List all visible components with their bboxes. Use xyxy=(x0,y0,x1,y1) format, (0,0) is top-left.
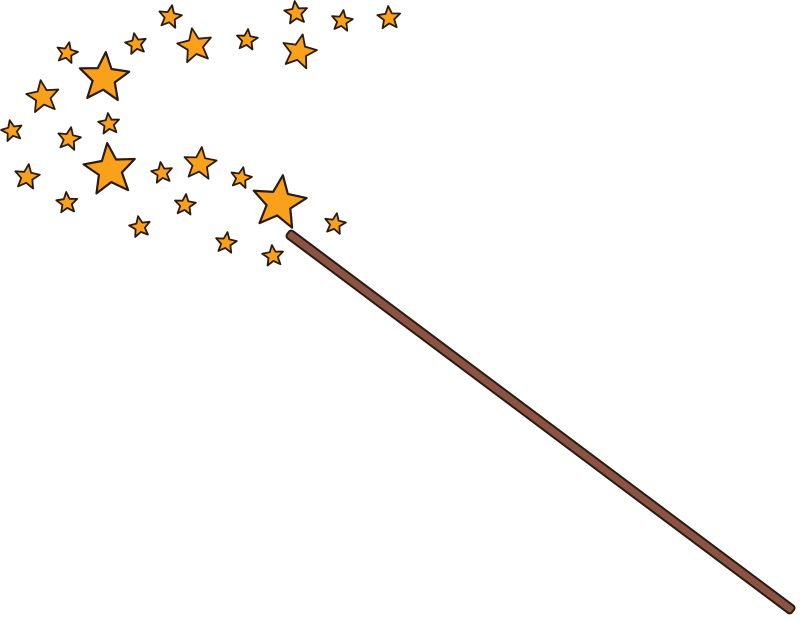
star-icon xyxy=(176,27,212,64)
star-icon xyxy=(174,193,197,216)
star-icon xyxy=(82,142,136,195)
star-icon xyxy=(215,231,238,254)
star-icon xyxy=(261,244,284,267)
star-icon xyxy=(282,33,318,70)
wand-stick xyxy=(285,229,796,615)
star-icon xyxy=(55,191,79,214)
star-icon xyxy=(97,112,120,135)
star-icon xyxy=(230,166,253,189)
star-icon xyxy=(150,161,173,184)
star-icon xyxy=(324,212,347,235)
sparkle-stars xyxy=(0,0,402,267)
star-icon xyxy=(158,4,183,29)
star-icon xyxy=(57,126,82,151)
star-icon xyxy=(25,79,60,113)
magic-wand-icon xyxy=(285,229,796,615)
star-icon xyxy=(252,174,308,229)
star-icon xyxy=(128,215,151,238)
star-icon xyxy=(236,28,259,51)
star-icon xyxy=(78,50,131,102)
star-icon xyxy=(0,119,23,142)
star-icon xyxy=(14,163,41,190)
star-icon xyxy=(376,5,402,30)
star-icon xyxy=(183,146,218,180)
star-icon xyxy=(331,9,354,32)
star-icon xyxy=(283,0,308,25)
star-icon xyxy=(124,32,147,55)
star-icon xyxy=(56,41,79,64)
